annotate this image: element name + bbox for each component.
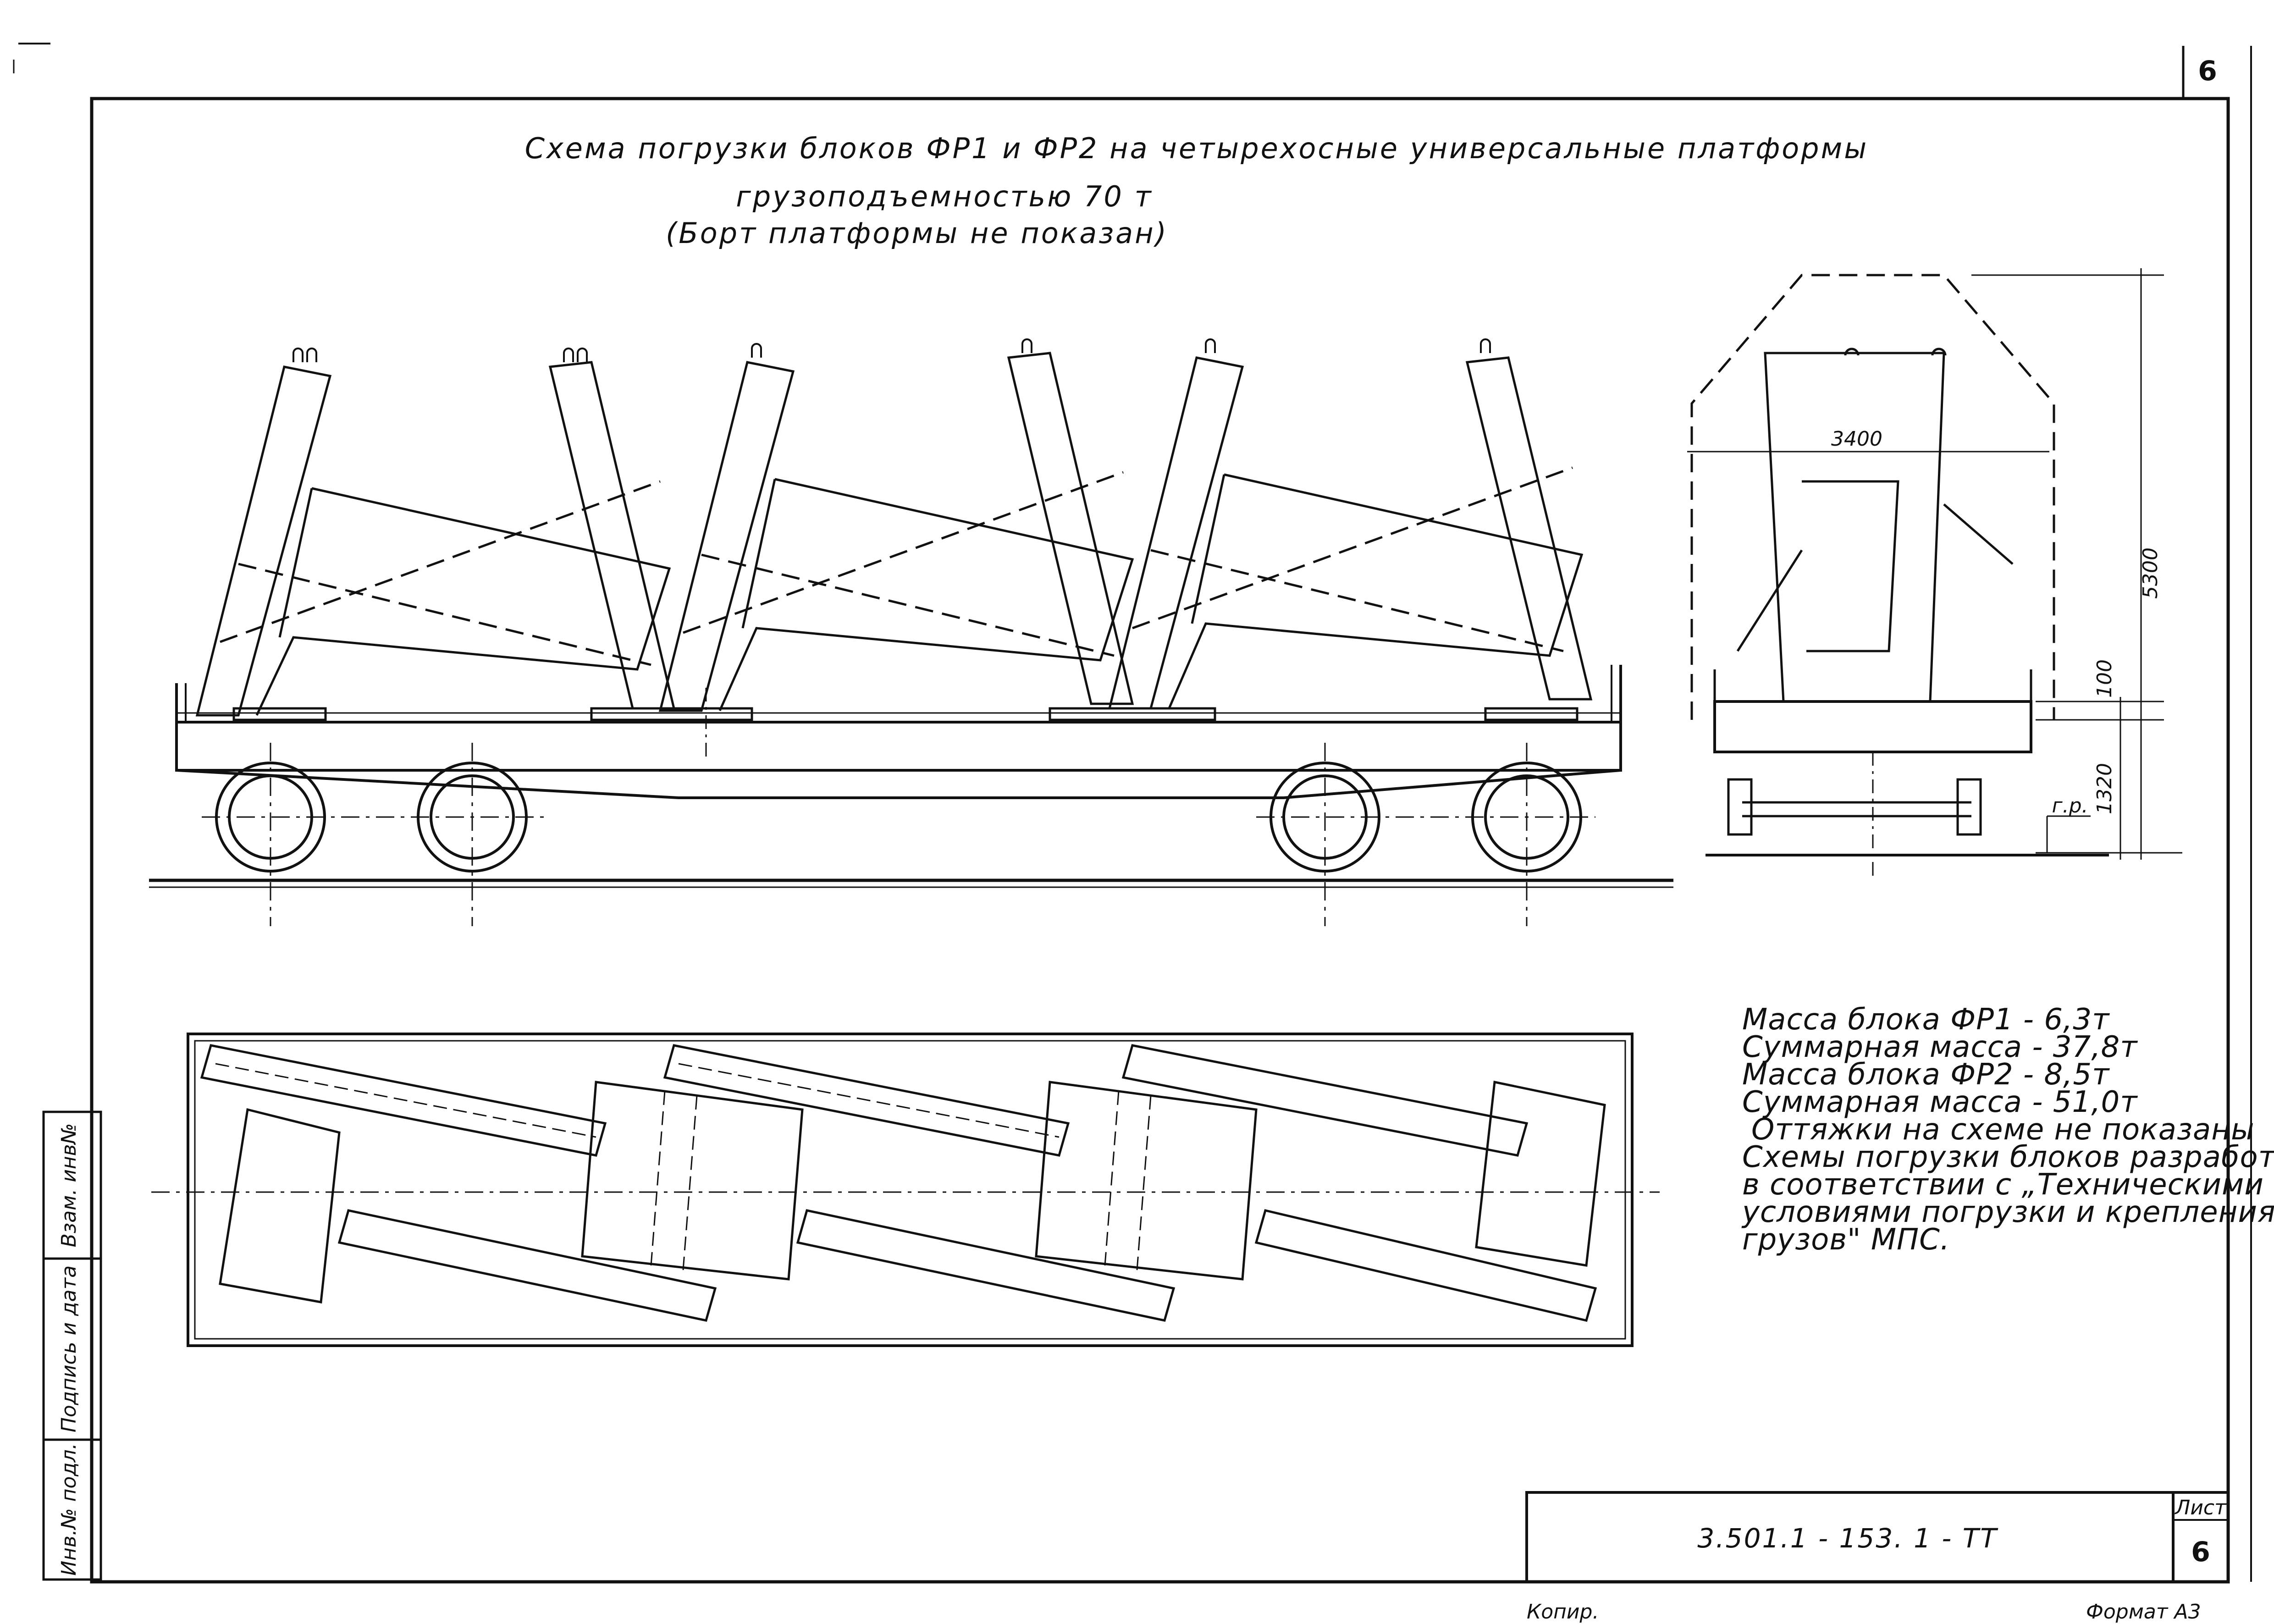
side-view-platform [149,665,1673,888]
left-stamp [42,1110,102,1581]
sheet-frame [13,43,2252,1584]
side-view-wheels [202,743,1595,926]
note-line-6: Схемы погрузки блоков разработаны [1742,1140,2274,1174]
format-label: Формат А3 [2086,1600,2201,1624]
stamp-replacement-inv: Взам. инв№ [57,1123,81,1248]
drawing-note-title: (Борт платформы не показан) [666,216,1168,250]
dim-width-3400: 3400 [1831,427,1882,451]
stamp-signature-date: Подпись и дата [57,1265,81,1432]
note-line-3: Масса блока ФР2 - 8,5т [1742,1058,2110,1092]
drawing-title: Схема погрузки блоков ФР1 и ФР2 на четыр… [525,132,1868,165]
plan-view [151,1033,1660,1347]
notes-block: Масса блока ФР1 - 6,3т Суммарная масса -… [1741,1003,2274,1257]
top-sheet-number: 6 [2198,55,2217,87]
document-code: 3.501.1 - 153. 1 - ТТ [1697,1523,1998,1554]
copied-label: Копир. [1527,1600,1599,1624]
note-line-7: в соответствии с „Техническими [1742,1168,2264,1202]
note-line-4: Суммарная масса - 51,0т [1742,1085,2138,1119]
dim-height-1320: 1320 [2093,763,2116,814]
note-line-2: Суммарная масса - 37,8т [1742,1030,2138,1064]
end-view [1687,274,2109,876]
note-line-5: Оттяжки на схеме не показаны [1751,1113,2255,1147]
dim-height-100: 100 [2093,659,2116,698]
rail-level-label: г.р. [2052,794,2088,818]
note-line-9: грузов" МПС. [1742,1223,1950,1257]
side-view-blocks [195,338,1593,721]
note-line-1: Масса блока ФР1 - 6,3т [1742,1003,2110,1037]
title-block [1525,1491,2230,1583]
stamp-original-inv: Инв.№ подл. [57,1443,81,1576]
dim-height-5300: 5300 [2139,547,2162,599]
drawing-subtitle: грузоподъемностью 70 т [736,180,1153,213]
end-view-dimensions [1971,268,2182,860]
note-line-8: условиями погрузки и крепления [1741,1195,2274,1229]
sheet-number: 6 [2191,1536,2210,1568]
sheet-label: Лист [2174,1496,2227,1519]
